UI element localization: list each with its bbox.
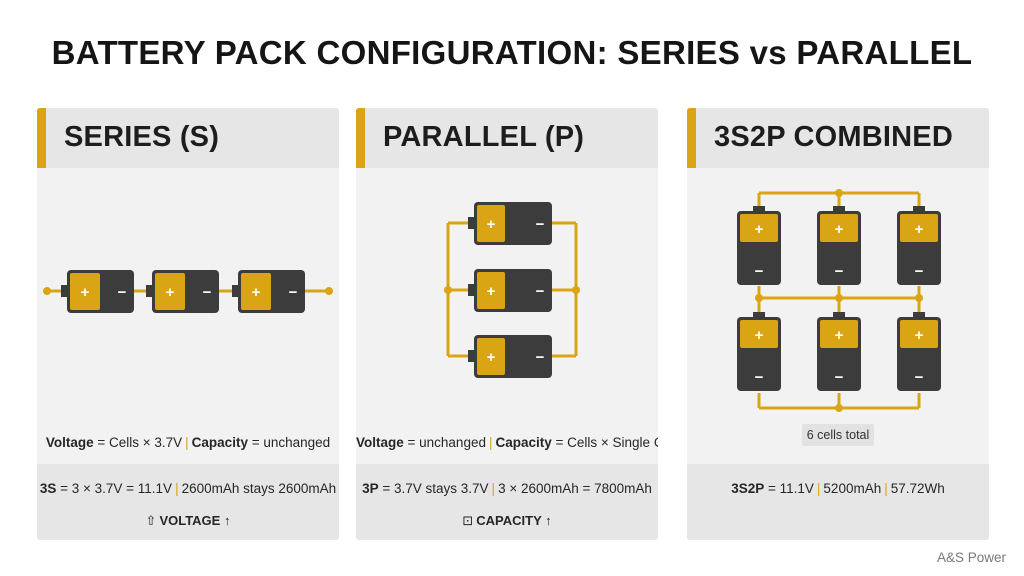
plus-terminal-icon: + (835, 327, 844, 344)
plus-terminal-icon: + (252, 284, 261, 301)
plus-terminal-icon: + (915, 327, 924, 344)
combined-node-top (835, 189, 843, 197)
series-accent-bar (37, 108, 46, 168)
minus-terminal-icon: − (536, 283, 545, 300)
battery-cell: + − (737, 312, 781, 391)
plus-terminal-icon: + (755, 221, 764, 238)
parallel-footer (356, 464, 658, 540)
series-footer (37, 464, 339, 540)
battery-charge-icon: ⊡ (462, 513, 474, 528)
minus-terminal-icon: − (835, 369, 844, 386)
minus-terminal-icon: − (835, 263, 844, 280)
combined-header (687, 108, 989, 168)
parallel-header (356, 108, 658, 168)
plus-terminal-icon: + (166, 284, 175, 301)
series-terminal-right (325, 287, 333, 295)
plus-terminal-icon: + (487, 349, 496, 366)
series-panel: SERIES (S) + − + − + − Voltage = Cells ×… (37, 108, 339, 540)
battery-cell: + − (817, 312, 861, 391)
battery-cell: + − (737, 206, 781, 285)
battery-cell: + − (232, 270, 305, 313)
minus-terminal-icon: − (118, 284, 127, 301)
series-voltage-tag: ⇧VOLTAGE ↑ (145, 513, 231, 528)
combined-footer (687, 464, 989, 540)
battery-cell: + − (468, 269, 552, 312)
combined-title: 3S2P COMBINED (714, 121, 953, 153)
minus-terminal-icon: − (536, 216, 545, 233)
combined-node-mid (835, 294, 843, 302)
combined-node-bottom (835, 404, 843, 412)
series-result: 3S = 3 × 3.7V = 11.1V|2600mAh stays 2600… (39, 481, 337, 496)
minus-terminal-icon: − (536, 349, 545, 366)
battery-cell: + − (817, 206, 861, 285)
battery-cell: + − (146, 270, 219, 313)
series-header (37, 108, 339, 168)
parallel-terminal-left (444, 286, 452, 294)
plus-terminal-icon: + (81, 284, 90, 301)
parallel-capacity-tag: ⊡CAPACITY ↑ (462, 513, 552, 528)
parallel-accent-bar (356, 108, 365, 168)
plus-terminal-icon: + (915, 221, 924, 238)
combined-result: 3S2P = 11.1V|5200mAh|57.72Wh (731, 481, 945, 496)
plus-terminal-icon: + (755, 327, 764, 344)
parallel-panel: PARALLEL (P) + − + − (356, 108, 658, 540)
battery-cell: + − (468, 335, 552, 378)
series-title: SERIES (S) (64, 121, 220, 153)
parallel-result: 3P = 3.7V stays 3.7V|3 × 2600mAh = 7800m… (362, 481, 652, 496)
minus-terminal-icon: − (203, 284, 212, 301)
combined-node-mid-right (915, 294, 923, 302)
battery-cell: + − (897, 312, 941, 391)
parallel-rule: Voltage = unchanged|Capacity = Cells × S… (356, 435, 658, 450)
combined-accent-bar (687, 108, 696, 168)
minus-terminal-icon: − (755, 263, 764, 280)
series-terminal-left (43, 287, 51, 295)
series-rule: Voltage = Cells × 3.7V|Capacity = unchan… (45, 435, 331, 450)
minus-terminal-icon: − (289, 284, 298, 301)
page-title: BATTERY PACK CONFIGURATION: SERIES vs PA… (51, 34, 973, 71)
battery-cell: + − (897, 206, 941, 285)
minus-terminal-icon: − (915, 263, 924, 280)
combined-diagram: + − + − + − + − + − (737, 189, 941, 412)
minus-terminal-icon: − (755, 369, 764, 386)
parallel-diagram: + − + − + − (444, 202, 580, 378)
minus-terminal-icon: − (915, 369, 924, 386)
series-diagram: + − + − + − (43, 270, 333, 313)
trend-up-icon: ⇧ (145, 513, 157, 528)
parallel-terminal-right (572, 286, 580, 294)
cells-total-label: 6 cells total (802, 424, 874, 446)
battery-cell: + − (468, 202, 552, 245)
plus-terminal-icon: + (487, 216, 496, 233)
parallel-title: PARALLEL (P) (383, 121, 585, 153)
battery-cell: + − (61, 270, 134, 313)
plus-terminal-icon: + (835, 221, 844, 238)
combined-panel: 3S2P COMBINED + − (687, 108, 989, 540)
plus-terminal-icon: + (487, 283, 496, 300)
combined-node-mid-left (755, 294, 763, 302)
brand-watermark: A&S Power (936, 550, 1006, 565)
